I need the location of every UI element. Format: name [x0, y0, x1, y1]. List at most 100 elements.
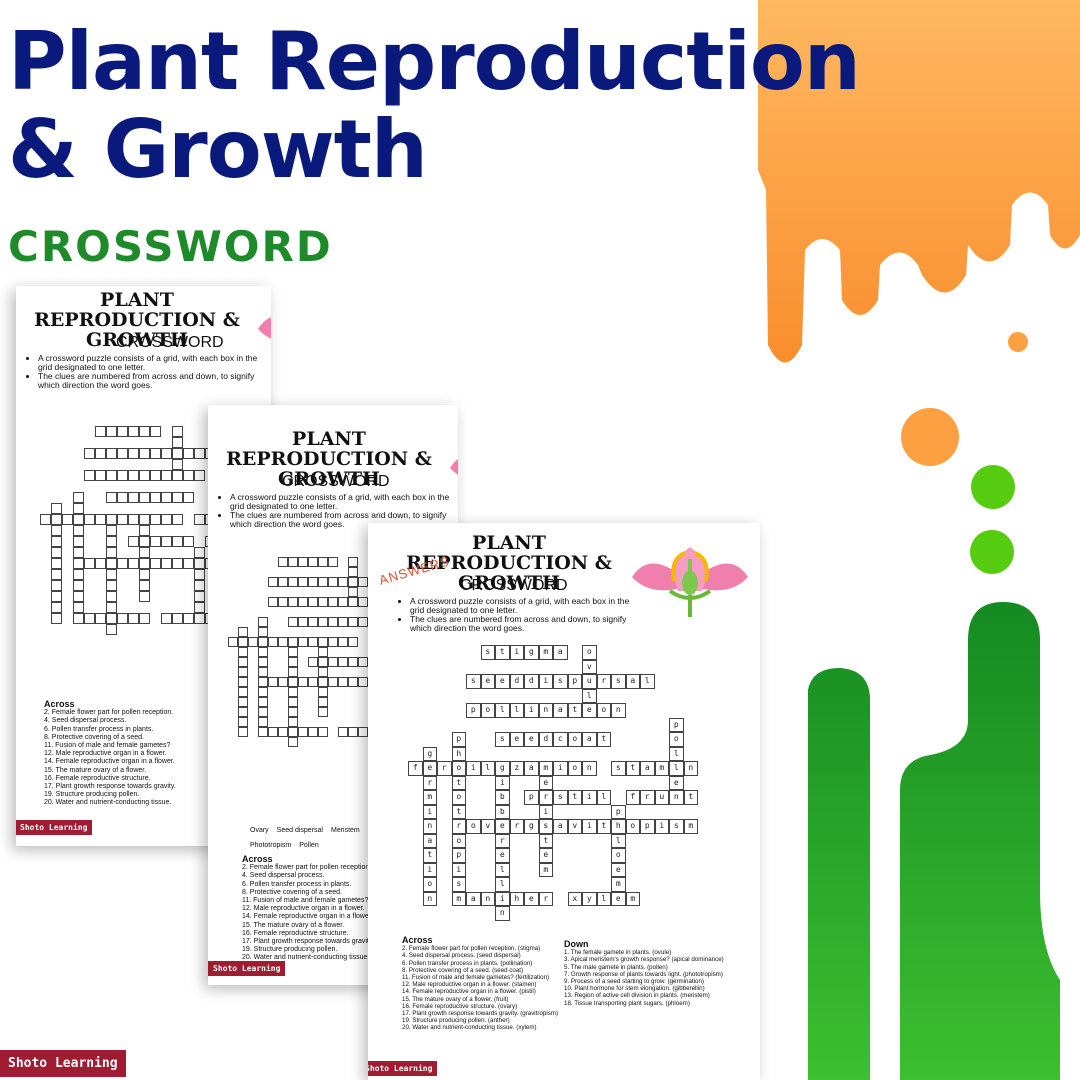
grid-cell	[338, 637, 348, 647]
grid-cell: l	[596, 891, 611, 906]
clue-item: 8. Protective covering of a seed.	[242, 888, 342, 896]
main-title-line1: Plant Reproduction	[8, 15, 861, 108]
grid-cell: a	[553, 645, 568, 660]
grid-cell: m	[538, 761, 553, 776]
clue-item: 12. Male reproductive organ in a flower.	[44, 750, 167, 758]
flower-icon	[630, 545, 750, 619]
clue-item: 11. Fusion of male and female gametes?	[242, 897, 369, 905]
grid-cell: i	[451, 862, 466, 877]
grid-cell	[139, 426, 150, 437]
grid-cell: a	[524, 761, 539, 776]
grid-cell: n	[495, 906, 510, 921]
grid-cell	[51, 591, 62, 602]
grid-cell	[288, 687, 298, 697]
grid-cell	[150, 448, 161, 459]
grid-cell	[128, 470, 139, 481]
grid-cell	[348, 617, 358, 627]
grid-cell	[258, 647, 268, 657]
grid-cell: l	[480, 761, 495, 776]
grid-cell	[258, 667, 268, 677]
grid-cell	[194, 470, 205, 481]
grid-cell	[358, 657, 368, 667]
grid-cell	[161, 448, 172, 459]
grid-cell	[238, 637, 248, 647]
grid-cell	[117, 470, 128, 481]
grid-cell: t	[451, 775, 466, 790]
grid-cell: v	[567, 819, 582, 834]
grid-cell: i	[538, 804, 553, 819]
grid-cell: o	[422, 877, 437, 892]
grid-cell	[194, 602, 205, 613]
grid-cell: s	[451, 877, 466, 892]
grid-cell	[268, 597, 278, 607]
grid-cell: i	[422, 804, 437, 819]
grid-cell: s	[466, 674, 481, 689]
grid-cell: u	[582, 674, 597, 689]
grid-cell	[51, 536, 62, 547]
grid-cell: i	[582, 819, 597, 834]
grid-cell: i	[495, 775, 510, 790]
grid-cell: s	[669, 819, 684, 834]
grid-cell	[348, 597, 358, 607]
grid-cell	[73, 492, 84, 503]
grid-cell: a	[553, 703, 568, 718]
grid-cell: s	[553, 674, 568, 689]
grid-cell	[194, 514, 205, 525]
grid-cell	[106, 580, 117, 591]
grid-cell: p	[669, 717, 684, 732]
grid-cell	[278, 727, 288, 737]
grid-cell	[348, 587, 358, 597]
grid-cell	[150, 514, 161, 525]
grid-cell: l	[495, 877, 510, 892]
grid-cell	[268, 637, 278, 647]
grid-cell	[328, 557, 338, 567]
grid-cell	[73, 558, 84, 569]
grid-cell: f	[408, 761, 423, 776]
clue-item: 6. Pollen transfer process in plants.	[242, 880, 352, 888]
grid-cell	[338, 677, 348, 687]
grid-cell: r	[509, 819, 524, 834]
clue-item: 4. Seed dispersal process.	[242, 872, 325, 880]
grid-cell: a	[625, 674, 640, 689]
grid-cell	[106, 547, 117, 558]
grid-cell: i	[553, 761, 568, 776]
grid-cell	[194, 569, 205, 580]
grid-cell	[318, 667, 328, 677]
grid-cell: o	[451, 790, 466, 805]
grid-cell: p	[451, 732, 466, 747]
clue-item: 20. Water and nutrient-conducting tissue…	[242, 954, 370, 962]
grid-cell	[238, 657, 248, 667]
grid-cell: g	[422, 746, 437, 761]
crossword-subtitle: CROSSWORD	[8, 222, 333, 271]
word-bank-item: Meristem	[330, 827, 360, 834]
grid-cell	[238, 667, 248, 677]
grid-cell	[161, 536, 172, 547]
grid-cell	[139, 591, 150, 602]
grid-cell: a	[582, 732, 597, 747]
grid-cell	[51, 613, 62, 624]
grid-cell: m	[654, 761, 669, 776]
grid-cell	[318, 697, 328, 707]
grid-cell	[106, 613, 117, 624]
main-title: Plant Reproduction & Growth	[8, 15, 861, 194]
clue-item: 5. The male gamete in plants. (pollen)	[564, 963, 668, 971]
clue-item: 7. Growth response of plants towards lig…	[564, 970, 723, 978]
grid-cell: m	[625, 891, 640, 906]
grid-cell	[84, 514, 95, 525]
clue-item: 2. Female flower part for pollen recepti…	[242, 864, 372, 872]
grid-cell	[51, 514, 62, 525]
grid-cell: n	[422, 819, 437, 834]
grid-cell	[194, 580, 205, 591]
grid-cell	[73, 536, 84, 547]
grid-cell	[288, 597, 298, 607]
grid-cell: t	[596, 732, 611, 747]
grid-cell	[194, 558, 205, 569]
grid-cell: e	[582, 703, 597, 718]
grid-cell	[318, 687, 328, 697]
grid-cell	[278, 597, 288, 607]
grid-cell: g	[524, 645, 539, 660]
grid-cell: s	[538, 819, 553, 834]
grid-cell	[288, 717, 298, 727]
grid-cell	[288, 657, 298, 667]
grid-cell: r	[451, 819, 466, 834]
